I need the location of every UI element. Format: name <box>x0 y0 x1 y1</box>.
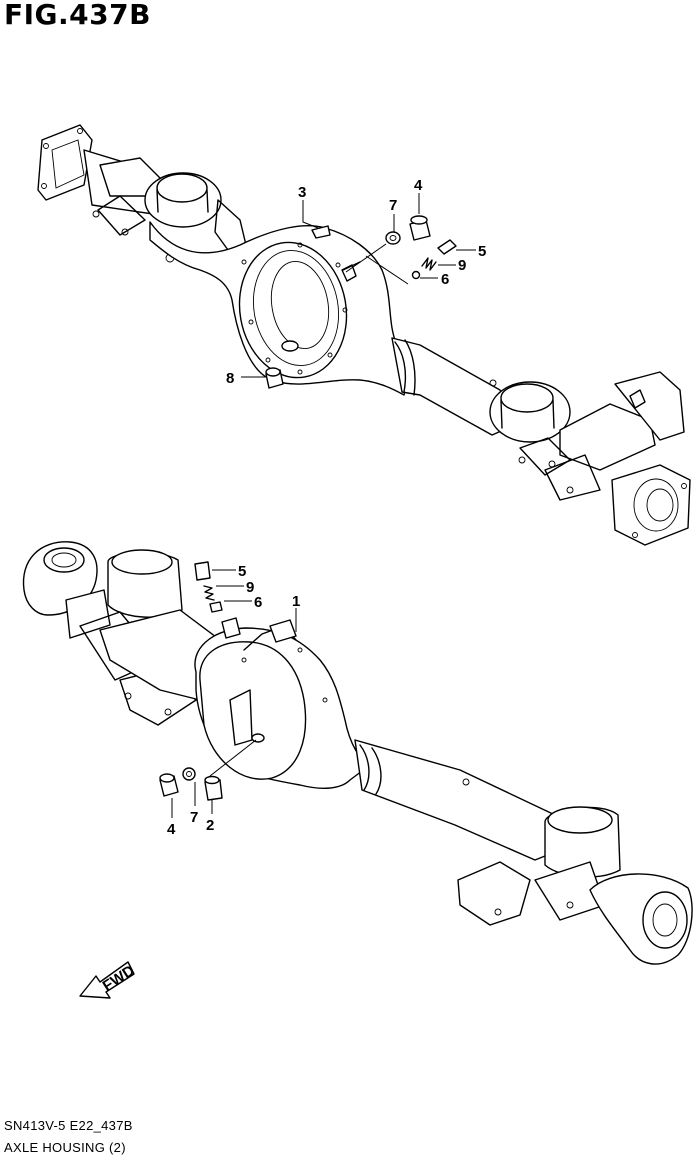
callout-5: 5 <box>478 243 486 260</box>
lower-axle-housing <box>22 541 693 965</box>
callout-4-lower: 4 <box>167 821 176 838</box>
footer-code: SN413V-5 E22_437B <box>4 1118 133 1133</box>
callout-8: 8 <box>226 370 234 387</box>
upper-axle-housing <box>37 124 691 546</box>
part-5-cap <box>437 239 457 255</box>
lower-part-6-ball <box>209 601 223 613</box>
lower-leader-lines <box>171 569 297 818</box>
lower-part-9-spring <box>203 585 215 601</box>
lower-part-4-plug <box>159 773 179 797</box>
lower-callouts: 1 5 9 6 4 7 2 <box>167 563 300 838</box>
callout-6: 6 <box>441 271 449 288</box>
lower-breather-boss <box>221 617 241 639</box>
lower-part-2-plug <box>204 775 223 801</box>
callout-1: 1 <box>292 593 300 610</box>
part-8-plug <box>265 367 284 389</box>
part-6-ball <box>411 270 421 280</box>
lower-loose-parts <box>159 561 241 801</box>
callout-3: 3 <box>298 184 306 201</box>
callout-7: 7 <box>389 197 397 214</box>
lower-part-7-washer <box>182 767 196 781</box>
part-4-plug <box>409 215 431 241</box>
fwd-label: FWD <box>100 962 138 995</box>
upper-callouts: 3 7 4 5 9 6 8 <box>226 177 486 387</box>
callout-7-lower: 7 <box>190 809 198 826</box>
callout-9: 9 <box>458 257 466 274</box>
part-9-spring <box>421 257 437 271</box>
part-7-washer <box>385 231 401 245</box>
footer-name: AXLE HOUSING (2) <box>4 1140 126 1155</box>
upper-loose-parts <box>265 215 457 389</box>
callout-5-lower: 5 <box>238 563 246 580</box>
callout-2: 2 <box>206 817 214 834</box>
fwd-arrow: FWD <box>79 961 138 999</box>
figure-title: FIG.437B <box>4 0 151 31</box>
callout-9-lower: 9 <box>246 579 254 596</box>
callout-6-lower: 6 <box>254 594 262 611</box>
lower-part-5-cap <box>194 561 211 581</box>
callout-4: 4 <box>414 177 423 194</box>
upper-leader-lines <box>241 193 476 378</box>
